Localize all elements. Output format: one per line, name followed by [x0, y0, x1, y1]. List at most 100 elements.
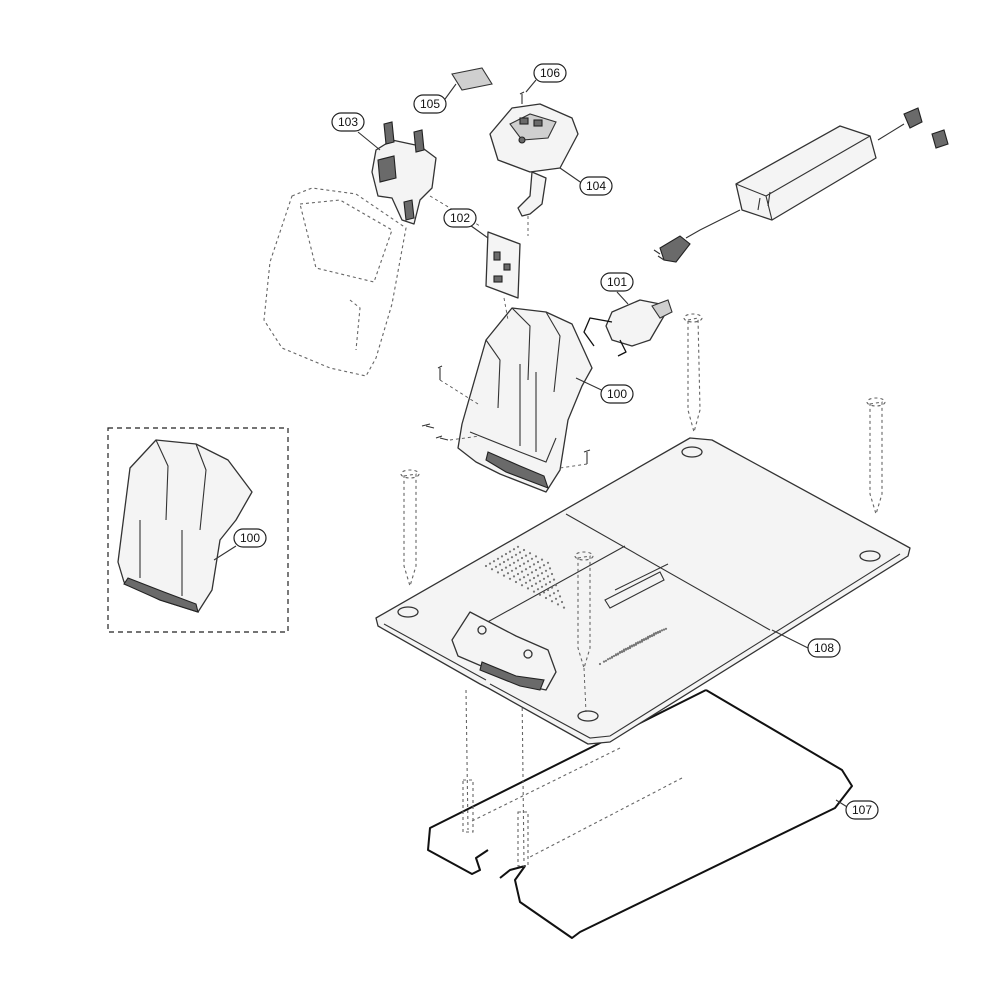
perforation-dot — [554, 597, 558, 600]
perforation-dot — [522, 576, 526, 579]
perforation-dot — [542, 577, 546, 580]
perforation-dot — [512, 575, 516, 578]
label-plate-105 — [451, 67, 493, 91]
perforation-dot — [520, 570, 524, 573]
perforation-dot — [506, 572, 510, 575]
perforation-dot — [522, 562, 526, 565]
perforation-dot — [530, 571, 534, 574]
perforation-dot — [508, 550, 512, 553]
callout-108-text: 108 — [814, 641, 834, 655]
perforation-dot — [524, 568, 528, 571]
perforation-dot — [638, 640, 642, 643]
perforation-dot — [536, 574, 540, 577]
perforation-dot — [496, 557, 500, 560]
perforation-dot — [544, 569, 548, 572]
perforation-dot — [548, 580, 552, 584]
perforation-dot — [536, 560, 540, 564]
perforation-dot — [528, 565, 532, 568]
perforation-dot — [514, 553, 518, 556]
callout-102-text: 102 — [450, 211, 470, 225]
plate-perforations — [484, 545, 668, 666]
lower-pegs — [462, 689, 683, 867]
perforation-dot — [530, 557, 534, 560]
panel-104 — [489, 91, 579, 236]
perforation-dot — [632, 643, 636, 646]
perforation-dot — [520, 584, 524, 587]
callout-108: 108 — [807, 638, 841, 658]
charging-body-100 — [457, 307, 593, 493]
perforation-dot — [536, 588, 540, 591]
perforation-dot — [622, 648, 626, 651]
perforation-dot — [656, 630, 660, 634]
perforation-dot — [516, 572, 520, 576]
perforation-dot — [546, 561, 550, 564]
perforation-dot — [540, 585, 544, 588]
perforation-dot — [538, 593, 542, 596]
perforation-dot — [552, 592, 556, 595]
callout-100-inset: 100 — [233, 528, 267, 548]
perforation-dot — [500, 555, 504, 558]
perforation-dot — [624, 647, 628, 650]
perforation-dot — [634, 642, 638, 645]
perforation-dot — [534, 568, 538, 572]
perforation-dot — [652, 632, 656, 635]
perforation-dot — [550, 600, 554, 603]
callout-102: 102 — [443, 208, 477, 228]
callout-105-text: 105 — [420, 97, 440, 111]
perforation-dot — [642, 638, 646, 641]
perforation-dot — [660, 629, 664, 632]
perforation-dot — [522, 548, 526, 552]
perforation-dot — [542, 564, 546, 567]
perforation-dot — [640, 638, 644, 642]
perforation-dot — [524, 554, 528, 557]
perforation-dot — [514, 580, 518, 584]
perforation-dot — [654, 631, 658, 634]
perforation-dot — [546, 575, 550, 578]
perforation-dot — [496, 571, 500, 574]
perforation-dot — [550, 572, 554, 576]
perforation-dot — [628, 645, 632, 648]
inset-detail — [107, 427, 289, 633]
perforation-dot — [526, 573, 530, 576]
perforation-dot — [534, 555, 538, 558]
callout-101-text: 101 — [607, 275, 627, 289]
perforation-dot — [540, 572, 544, 575]
perforation-dot — [518, 564, 522, 568]
callout-103-text: 103 — [338, 115, 358, 129]
perforation-dot — [514, 567, 518, 570]
perforation-dot — [616, 652, 620, 655]
perforation-dot — [650, 634, 654, 637]
perforation-dot — [520, 556, 524, 560]
perforation-dot — [512, 548, 516, 551]
power-supply — [653, 107, 949, 263]
perforation-dot — [504, 566, 508, 569]
boundary-wire-107 — [427, 689, 853, 939]
perforation-dot — [532, 563, 536, 566]
perforation-dot — [548, 567, 552, 570]
perforation-dot — [664, 627, 668, 630]
perforation-dot — [556, 589, 560, 592]
perforation-dot — [612, 654, 616, 658]
perforation-dot — [544, 596, 548, 600]
perforation-dot — [538, 580, 542, 583]
callout-104: 104 — [579, 176, 613, 196]
ghost-cover — [263, 187, 407, 377]
module-103 — [371, 121, 481, 227]
perforation-dot — [512, 561, 516, 564]
perforation-dot — [546, 588, 550, 592]
perforation-dot — [532, 576, 536, 580]
socket-101 — [583, 299, 673, 357]
perforation-dot — [560, 600, 564, 604]
screws — [421, 365, 591, 469]
perforation-dot — [620, 650, 624, 653]
perforation-dot — [606, 658, 610, 661]
perforation-dot — [658, 630, 662, 633]
perforation-dot — [490, 568, 494, 571]
perforation-dot — [508, 564, 512, 567]
perforation-dot — [562, 606, 566, 609]
perforation-dot — [506, 558, 510, 561]
perforation-dot — [504, 552, 508, 556]
callout-100-main: 100 — [600, 384, 634, 404]
perforation-dot — [518, 578, 522, 581]
